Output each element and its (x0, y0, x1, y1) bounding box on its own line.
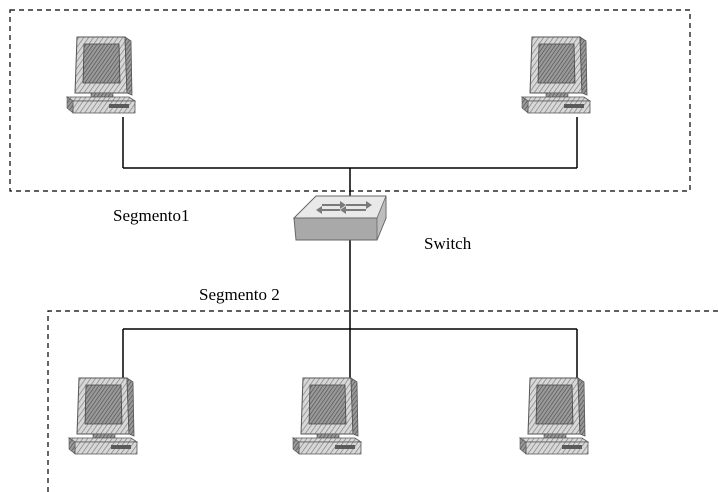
computer-icon (292, 377, 362, 455)
segment2-boundary (47, 310, 718, 492)
computer-icon (68, 377, 138, 455)
segment2-label: Segmento 2 (199, 285, 280, 304)
computer-icon (521, 36, 591, 114)
computer-icon (519, 377, 589, 455)
segment2-wiring (122, 240, 578, 378)
segment1-wiring (122, 117, 578, 202)
switch-icon (292, 195, 387, 241)
computer-icon (66, 36, 136, 114)
segment1-label: Segmento1 (113, 206, 190, 225)
switch-label: Switch (424, 234, 472, 253)
